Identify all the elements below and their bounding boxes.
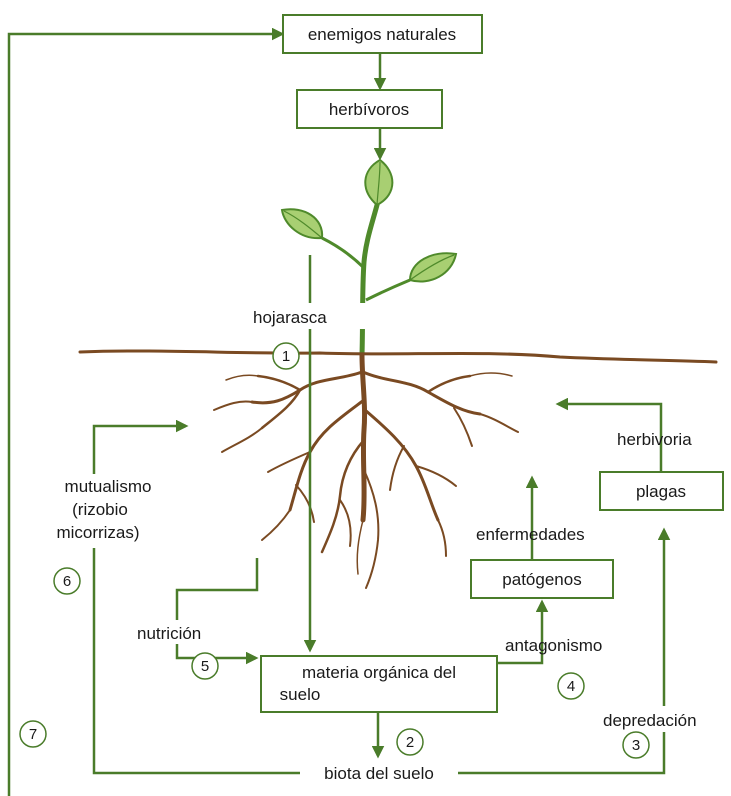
svg-text:3: 3 <box>632 737 640 754</box>
number-circle-6: 6 <box>54 568 80 594</box>
right-branch <box>366 280 410 300</box>
svg-text:5: 5 <box>201 658 209 675</box>
number-circle-7: 7 <box>20 721 46 747</box>
box-enemigos-naturales: enemigos naturales <box>283 15 482 53</box>
materia-label-line1: materia orgánica del <box>302 663 456 682</box>
label-biota-suelo: biota del suelo <box>324 764 434 783</box>
enemigos-label: enemigos naturales <box>308 25 456 44</box>
number-circle-4: 4 <box>558 673 584 699</box>
label-antagonismo: antagonismo <box>505 636 602 655</box>
label-depredacion: depredación <box>603 711 697 730</box>
box-patogenos: patógenos <box>471 560 613 598</box>
number-circle-1: 1 <box>273 343 299 369</box>
label-enfermedades: enfermedades <box>476 525 585 544</box>
label-mutualismo-line3: micorrizas) <box>56 523 139 542</box>
plagas-label: plagas <box>636 482 686 501</box>
soil-surface-line <box>80 351 716 362</box>
number-circle-3: 3 <box>623 732 649 758</box>
svg-text:7: 7 <box>29 726 37 743</box>
label-mutualismo-line2: (rizobio <box>72 500 128 519</box>
materia-label-line2: suelo <box>280 685 321 704</box>
label-nutricion: nutrición <box>137 624 201 643</box>
patogenos-label: patógenos <box>502 570 581 589</box>
number-circle-5: 5 <box>192 653 218 679</box>
box-plagas: plagas <box>600 472 723 510</box>
number-circle-2: 2 <box>397 729 423 755</box>
svg-text:2: 2 <box>406 734 414 751</box>
box-herbivoros: herbívoros <box>297 90 442 128</box>
svg-text:6: 6 <box>63 573 71 590</box>
herbivoros-label: herbívoros <box>329 100 409 119</box>
label-hojarasca: hojarasca <box>253 308 327 327</box>
label-herbivoria: herbivoria <box>617 430 692 449</box>
arrow-loop-7 <box>9 34 282 796</box>
plant-roots <box>214 355 518 588</box>
box-materia-organica: materia orgánica del suelo <box>261 656 497 712</box>
label-mutualismo-line1: mutualismo <box>65 477 152 496</box>
svg-text:1: 1 <box>282 348 290 365</box>
svg-text:4: 4 <box>567 678 575 695</box>
plant-stem <box>362 205 377 355</box>
left-branch <box>322 238 364 268</box>
